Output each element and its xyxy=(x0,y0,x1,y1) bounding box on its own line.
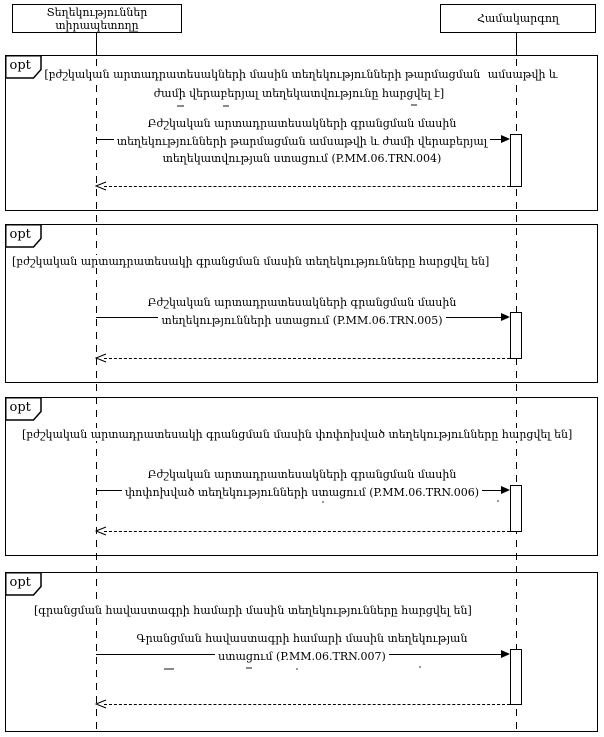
lifeline-connector-left xyxy=(96,33,97,55)
guard-condition: [բժշկական արտադրատեսակի գրանցման մասին տ… xyxy=(10,255,492,268)
message-label: Բժշկական արտադրատեսակների գրանցման մասին… xyxy=(94,466,510,501)
opt-operator-label: opt xyxy=(9,574,31,590)
activation-bar xyxy=(510,649,522,705)
opt-operator-label: opt xyxy=(9,57,31,73)
actor-label: Տեղեկություններ տիրապետողը xyxy=(46,5,148,32)
lifeline-information-holder xyxy=(96,33,97,735)
opt-operator-label: opt xyxy=(9,226,31,242)
return-arrow xyxy=(104,531,510,532)
return-arrow xyxy=(104,704,510,705)
return-arrowhead-icon xyxy=(94,526,107,536)
faded-text-artifact xyxy=(177,105,184,107)
lifeline-connector-right xyxy=(516,33,517,55)
opt-operator-tab: opt xyxy=(4,223,42,248)
sync-arrowhead-icon xyxy=(501,313,510,321)
message-label: Բժշկական արտադրատեսակների գրանցման մասին… xyxy=(94,115,510,168)
sync-arrowhead-icon xyxy=(501,486,510,494)
faded-text-artifact xyxy=(322,501,324,503)
activation-bar xyxy=(510,312,522,359)
opt-tab-shape-icon xyxy=(4,571,42,596)
opt-operator-tab: opt xyxy=(4,54,42,79)
message-label: Գրանցման հավաստագրի համարի մասին տեղեկու… xyxy=(94,630,510,665)
return-arrowhead-icon xyxy=(94,699,107,709)
faded-text-artifact xyxy=(223,105,229,107)
faded-text-artifact xyxy=(411,104,417,106)
message-label: Բժշկական արտադրատեսակների գրանցման մասին… xyxy=(94,294,510,329)
faded-text-artifact xyxy=(497,500,499,502)
activation-bar xyxy=(510,485,522,532)
lifeline-coordinator xyxy=(516,33,517,735)
opt-tab-shape-icon xyxy=(4,54,42,79)
guard-condition: [գրանցման հավաստագրի համարի մասին տեղեկո… xyxy=(32,604,474,617)
opt-operator-tab: opt xyxy=(4,396,42,421)
opt-tab-shape-icon xyxy=(4,223,42,248)
return-arrowhead-icon xyxy=(94,353,107,363)
actor-box-information-holder: Տեղեկություններ տիրապետողը xyxy=(12,4,182,33)
faded-text-artifact xyxy=(419,666,421,668)
opt-operator-label: opt xyxy=(9,399,31,415)
actor-label: Համակարգող xyxy=(476,12,560,25)
return-arrowhead-icon xyxy=(94,181,107,191)
opt-fragment-1: opt xyxy=(4,54,598,211)
opt-fragment-2: opt xyxy=(4,223,598,383)
opt-fragment-4: opt xyxy=(4,571,598,732)
guard-condition: [բժշկական արտադրատեսակի գրանցման մասին փ… xyxy=(20,428,575,441)
sync-arrowhead-icon xyxy=(501,650,510,658)
return-arrow xyxy=(104,358,510,359)
faded-text-artifact xyxy=(164,668,174,670)
opt-tab-shape-icon xyxy=(4,396,42,421)
actor-box-coordinator: Համակարգող xyxy=(440,4,596,33)
sync-arrowhead-icon xyxy=(501,135,510,143)
faded-text-artifact xyxy=(246,667,252,669)
opt-fragment-3: opt xyxy=(4,396,598,556)
return-arrow xyxy=(104,186,510,187)
opt-operator-tab: opt xyxy=(4,571,42,596)
activation-bar xyxy=(510,134,522,187)
guard-condition: [բժշկական արտադրատեսակների մասին տեղեկու… xyxy=(42,68,558,100)
faded-text-artifact xyxy=(296,668,298,670)
